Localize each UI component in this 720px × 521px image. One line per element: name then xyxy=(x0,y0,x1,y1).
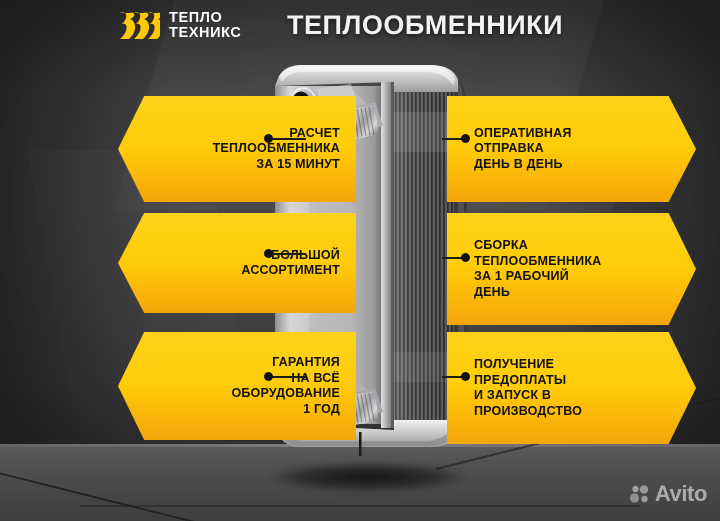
badge-assembly[interactable]: СБОРКА ТЕПЛООБМЕННИКА ЗА 1 РАБОЧИЙ ДЕНЬ xyxy=(447,213,696,325)
connector-line-assembly xyxy=(442,257,464,259)
page-title: ТЕПЛООБМЕННИКИ xyxy=(286,10,564,40)
avito-label: Avito xyxy=(654,481,708,506)
badge-calculation[interactable]: РАСЧЕТ ТЕПЛООБМЕННИКА ЗА 15 МИНУТ xyxy=(118,96,356,202)
badge-warranty[interactable]: ГАРАНТИЯ НА ВСЁ ОБОРУДОВАНИЕ 1 ГОД xyxy=(118,332,356,440)
badge-prepayment-line-1: ПОЛУЧЕНИЕ xyxy=(474,357,555,371)
connector-line-assortment xyxy=(272,253,306,255)
brand-logo-line-2: ТЕХНИКС xyxy=(169,25,242,41)
badge-assembly-line-1: СБОРКА xyxy=(474,238,528,252)
product-drop-shadow xyxy=(268,462,468,492)
connector-dot-prepayment xyxy=(461,372,470,381)
connector-line-shipping xyxy=(442,138,464,140)
connector-dot-assembly xyxy=(461,253,470,262)
badge-shipping-line-1: ОПЕРАТИВНАЯ xyxy=(474,125,572,140)
badge-assortment-line-1: БОЛЬШОЙ xyxy=(241,248,340,264)
badge-assembly-line-3: ЗА 1 РАБОЧИЙ xyxy=(474,269,569,283)
badge-prepayment-line-4: ПРОИЗВОДСТВО xyxy=(474,403,583,418)
avito-watermark: Avito xyxy=(629,481,708,507)
badge-warranty-line-3: ОБОРУДОВАНИЕ xyxy=(231,386,340,400)
floor-seam-bottom xyxy=(80,505,640,507)
connector-dot-shipping xyxy=(461,134,470,143)
badge-shipping-line-2: ОТПРАВКА xyxy=(474,141,544,156)
badge-assembly-line-2: ТЕПЛООБМЕННИКА xyxy=(474,253,602,268)
badge-prepayment[interactable]: ПОЛУЧЕНИЕ ПРЕДОПЛАТЫ И ЗАПУСК В ПРОИЗВОД… xyxy=(447,332,696,444)
connector-dot-calculation xyxy=(264,134,273,143)
badge-warranty-line-2: НА ВСЁ xyxy=(291,370,340,385)
badge-prepayment-line-2: ПРЕДОПЛАТЫ xyxy=(474,372,567,387)
connector-dot-warranty xyxy=(264,372,273,381)
badge-warranty-line-4: 1 ГОД xyxy=(303,401,340,416)
badge-calculation-line-2: ТЕПЛООБМЕННИКА xyxy=(212,141,340,156)
header: ТЕПЛО ТЕХНИКС ТЕПЛООБМЕННИКИ xyxy=(0,0,720,58)
badge-warranty-text: ГАРАНТИЯ НА ВСЁ ОБОРУДОВАНИЕ 1 ГОД xyxy=(231,355,340,417)
badge-warranty-line-1: ГАРАНТИЯ xyxy=(272,355,340,369)
badge-calculation-line-1: РАСЧЕТ xyxy=(289,125,340,140)
badge-calculation-line-3: ЗА 15 МИНУТ xyxy=(256,156,340,171)
brand-logo[interactable]: ТЕПЛО ТЕХНИКС xyxy=(118,9,241,43)
badge-assortment-line-2: АССОРТИМЕНТ xyxy=(241,263,340,277)
avito-dots-icon xyxy=(629,485,649,503)
connector-line-prepayment xyxy=(442,376,464,378)
flame-bars-logo-icon xyxy=(120,12,160,39)
badge-prepayment-text: ПОЛУЧЕНИЕ ПРЕДОПЛАТЫ И ЗАПУСК В ПРОИЗВОД… xyxy=(474,357,582,419)
connector-line-calculation xyxy=(272,138,306,140)
brand-logo-line-1: ТЕПЛО xyxy=(169,10,223,26)
badge-shipping-line-3: ДЕНЬ В ДЕНЬ xyxy=(474,156,563,171)
badge-shipping[interactable]: ОПЕРАТИВНАЯ ОТПРАВКА ДЕНЬ В ДЕНЬ xyxy=(447,96,696,202)
badge-assembly-line-4: ДЕНЬ xyxy=(474,284,511,299)
brand-logo-text: ТЕПЛО ТЕХНИКС xyxy=(169,11,241,41)
badge-shipping-text: ОПЕРАТИВНАЯ ОТПРАВКА ДЕНЬ В ДЕНЬ xyxy=(474,126,572,173)
badge-assortment[interactable]: БОЛЬШОЙ АССОРТИМЕНТ xyxy=(118,213,356,313)
connector-dot-assortment xyxy=(264,249,273,258)
connector-line-warranty xyxy=(272,376,306,378)
badge-calculation-text: РАСЧЕТ ТЕПЛООБМЕННИКА ЗА 15 МИНУТ xyxy=(213,126,340,173)
badge-assembly-text: СБОРКА ТЕПЛООБМЕННИКА ЗА 1 РАБОЧИЙ ДЕНЬ xyxy=(474,238,601,300)
badge-prepayment-line-3: И ЗАПУСК В xyxy=(474,388,552,402)
